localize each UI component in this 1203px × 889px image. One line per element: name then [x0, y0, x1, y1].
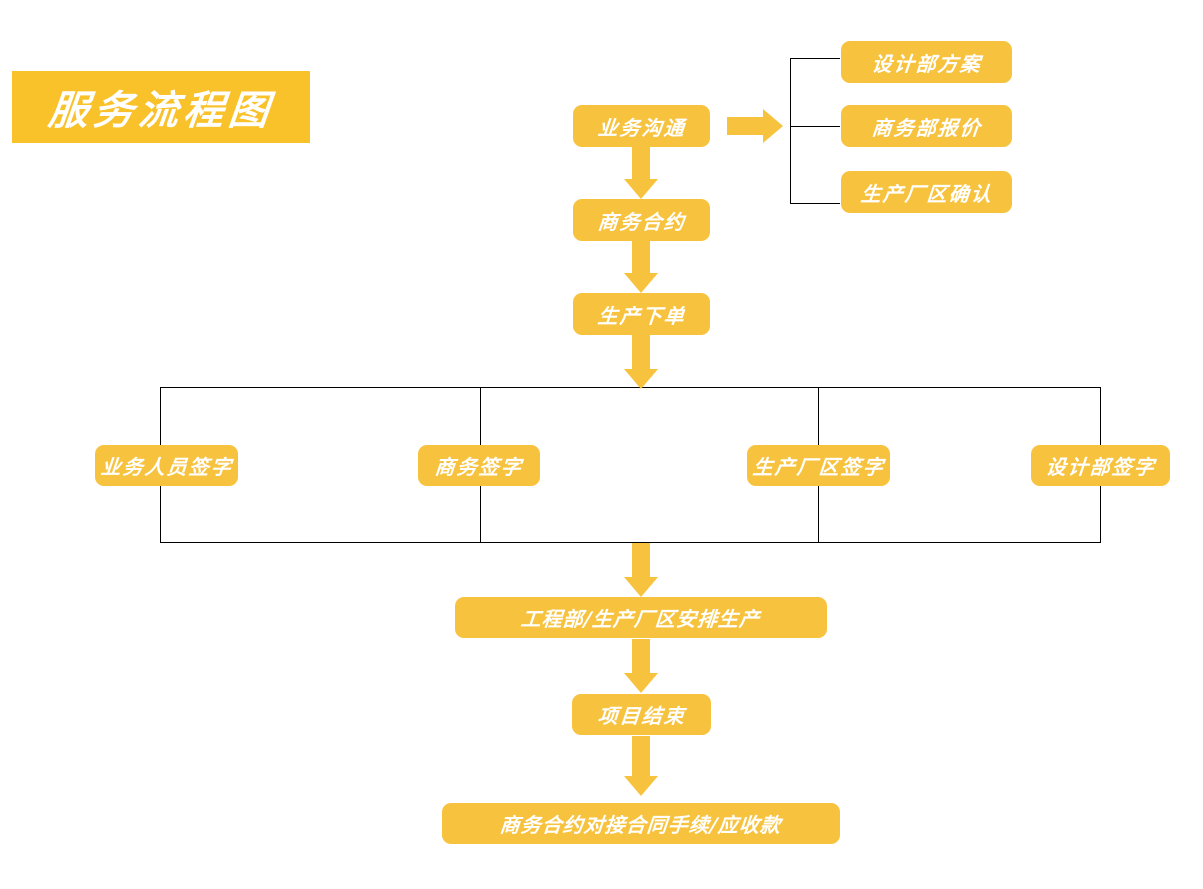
branch-stub-bottom	[790, 203, 840, 204]
arrow-head	[763, 109, 783, 143]
signature-rail-bottom	[160, 542, 1100, 543]
page-title-banner: 服务流程图	[12, 71, 310, 143]
arrow-down-communication-to-contract	[623, 147, 659, 199]
node-arrange-production[interactable]: 工程部/生产厂区安排生产	[455, 597, 827, 638]
node-business-contract[interactable]: 商务合约	[573, 199, 710, 241]
node-production-order[interactable]: 生产下单	[573, 293, 710, 335]
node-label: 商务签字	[433, 455, 524, 479]
node-label: 设计部方案	[870, 51, 983, 76]
arrow-head	[624, 673, 658, 693]
arrow-head	[624, 776, 658, 796]
branch-bracket-spine	[790, 58, 791, 204]
node-sign-sales[interactable]: 业务人员签字	[95, 445, 238, 486]
arrow-down-end-to-handover	[623, 736, 659, 796]
node-label: 工程部/生产厂区安排生产	[520, 607, 762, 631]
arrow-down-contract-to-order	[623, 241, 659, 293]
node-label: 业务人员签字	[99, 455, 234, 479]
node-contract-handover[interactable]: 商务合约对接合同手续/应收款	[442, 803, 840, 844]
node-label: 业务沟通	[596, 115, 687, 140]
arrow-shaft	[632, 639, 650, 675]
arrow-shaft	[632, 147, 650, 181]
node-sign-factory[interactable]: 生产厂区签字	[747, 445, 890, 486]
node-label: 生产厂区确认	[859, 181, 994, 206]
node-label: 生产下单	[596, 303, 687, 328]
arrow-head	[624, 273, 658, 293]
arrow-shaft	[632, 335, 650, 371]
node-label: 设计部签字	[1044, 455, 1157, 479]
node-sign-design[interactable]: 设计部签字	[1031, 445, 1170, 486]
arrow-shaft	[727, 117, 765, 135]
node-project-end[interactable]: 项目结束	[572, 694, 711, 735]
arrow-shaft	[632, 736, 650, 778]
page-title: 服务流程图	[45, 87, 276, 134]
node-business-quote[interactable]: 商务部报价	[841, 105, 1012, 147]
arrow-down-order-to-signatures	[623, 335, 659, 389]
arrow-shaft	[632, 241, 650, 275]
node-label: 商务合约	[596, 209, 687, 234]
node-label: 项目结束	[596, 704, 687, 728]
node-label: 商务合约对接合同手续/应收款	[499, 813, 783, 837]
arrow-head	[624, 577, 658, 597]
arrow-head	[624, 369, 658, 389]
node-sign-business[interactable]: 商务签字	[418, 445, 540, 486]
node-business-communication[interactable]: 业务沟通	[573, 105, 710, 147]
node-label: 生产厂区签字	[751, 455, 886, 479]
arrow-right-to-branch	[727, 108, 783, 144]
arrow-down-signatures-to-production	[623, 543, 659, 597]
arrow-down-production-to-end	[623, 639, 659, 693]
arrow-head	[624, 179, 658, 199]
branch-stub-middle	[790, 126, 840, 127]
node-design-plan[interactable]: 设计部方案	[841, 41, 1012, 83]
node-label: 商务部报价	[870, 115, 983, 140]
arrow-shaft	[632, 543, 650, 579]
node-factory-confirm[interactable]: 生产厂区确认	[841, 171, 1012, 213]
branch-stub-top	[790, 58, 840, 59]
